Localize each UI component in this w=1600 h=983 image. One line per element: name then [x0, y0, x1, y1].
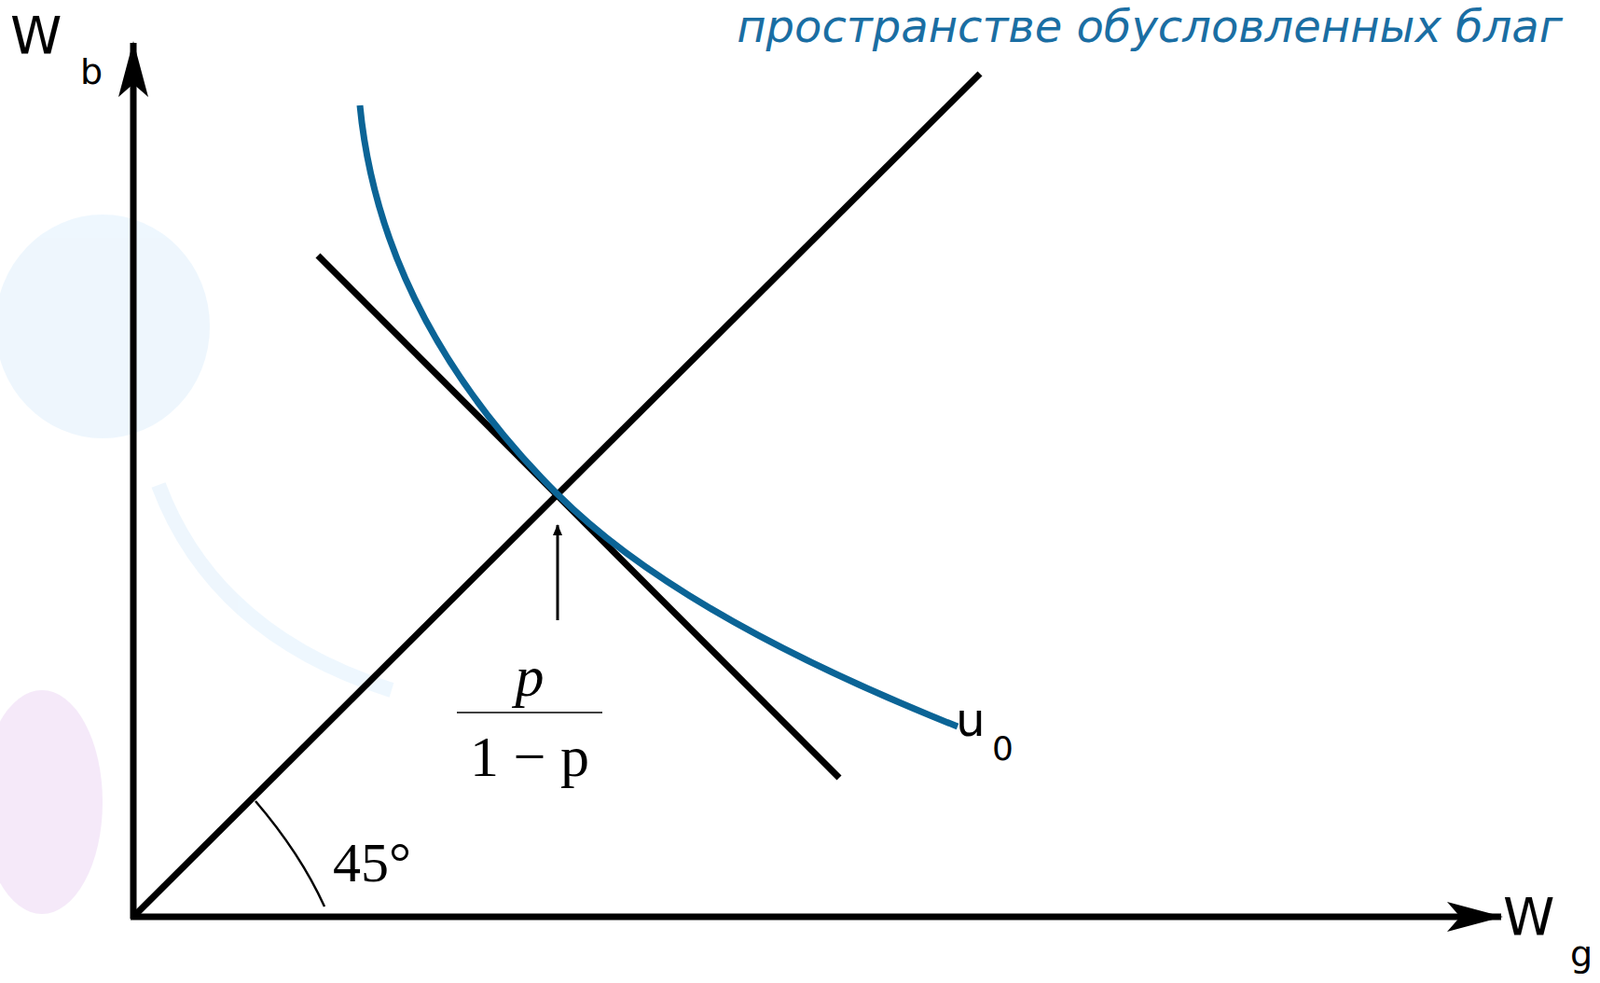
- y-axis: [130, 42, 138, 919]
- fraction-bar: [456, 711, 603, 714]
- angle-arc: [255, 800, 325, 907]
- axis-label: W: [1503, 890, 1555, 943]
- axis-subscript: b: [80, 54, 103, 90]
- angle-label: 45°: [332, 834, 412, 891]
- fraction-numerator: p: [515, 647, 545, 705]
- slide-title: пространстве обусловленных благ: [736, 3, 1563, 49]
- indifference-curve: [359, 105, 958, 727]
- pointer-arrow: [556, 524, 560, 621]
- x-axis: [130, 913, 1502, 921]
- curve-subscript: 0: [992, 731, 1014, 766]
- certainty-line: [133, 73, 980, 917]
- axis-subscript: g: [1570, 936, 1593, 972]
- axis-label: W: [10, 9, 62, 62]
- background-clipart: [0, 214, 392, 914]
- fraction-denominator: 1 − p: [469, 727, 590, 786]
- curve-label: u: [955, 696, 986, 744]
